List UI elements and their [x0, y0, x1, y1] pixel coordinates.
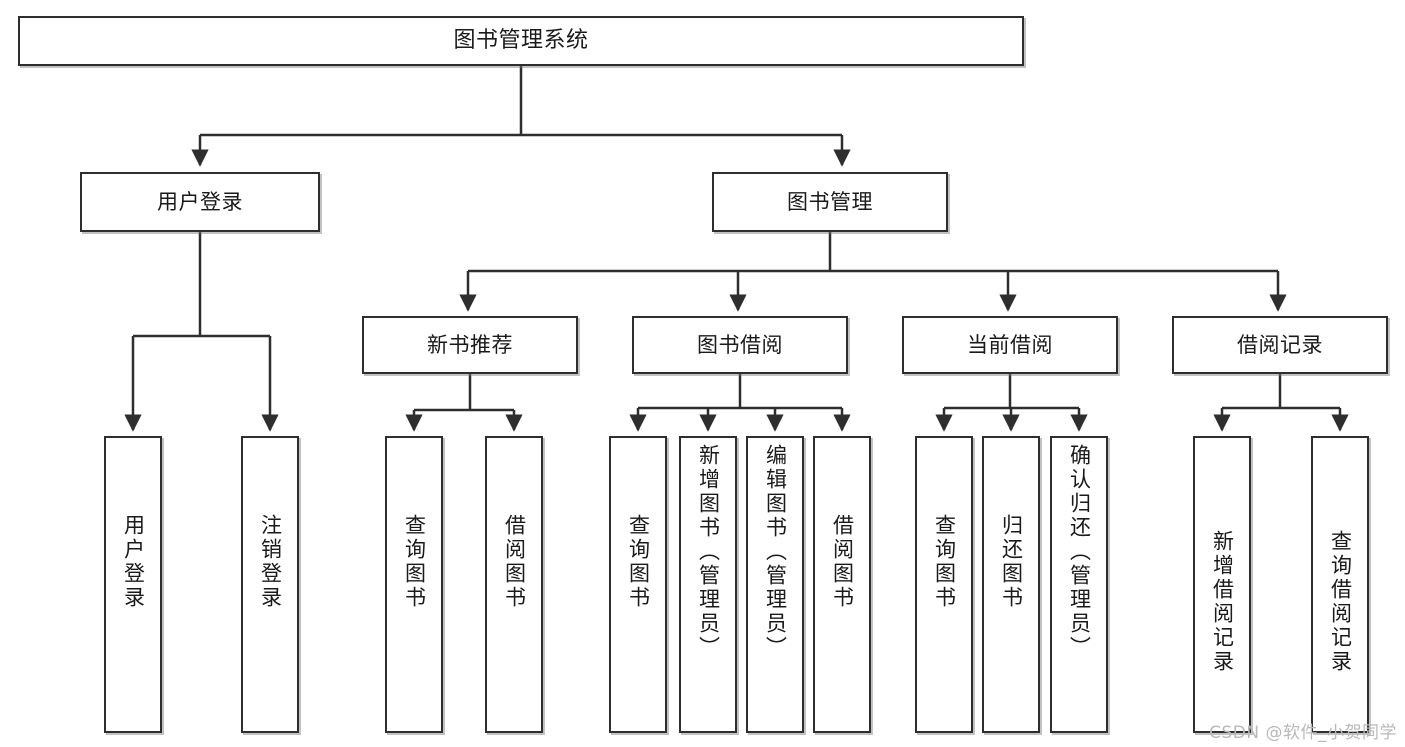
node-label: 确认归还（管理员） [1067, 444, 1092, 660]
leaf-recommend-query-book[interactable]: 查询图书 [385, 436, 443, 733]
node-label: 查询图书 [626, 514, 651, 610]
node-label: 新增图书（管理员） [696, 444, 721, 660]
leaf-record-query-record[interactable]: 查询借阅记录 [1311, 436, 1369, 733]
leaf-user-login-login[interactable]: 用户登录 [104, 436, 162, 733]
leaf-record-add-record[interactable]: 新增借阅记录 [1193, 436, 1251, 733]
leaf-borrow-add-book-admin[interactable]: 新增图书（管理员） [679, 436, 737, 733]
csdn-watermark: CSDN @软件_小贺同学 [1209, 723, 1397, 743]
node-label: 借阅图书 [502, 514, 527, 610]
node-label: 查询借阅记录 [1328, 530, 1353, 674]
leaf-current-query-book[interactable]: 查询图书 [915, 436, 973, 733]
node-current-borrow[interactable]: 当前借阅 [902, 316, 1118, 374]
leaf-current-confirm-return-admin[interactable]: 确认归还（管理员） [1050, 436, 1108, 733]
node-label: 查询图书 [932, 514, 957, 610]
node-borrow-record[interactable]: 借阅记录 [1172, 316, 1388, 374]
node-label: 注销登录 [258, 514, 283, 610]
node-label: 图书管理系统 [453, 28, 589, 54]
leaf-borrow-query-book[interactable]: 查询图书 [609, 436, 667, 733]
node-label: 借阅图书 [830, 514, 855, 610]
node-label: 图书管理 [787, 189, 873, 214]
node-label: 查询图书 [402, 514, 427, 610]
node-label: 借阅记录 [1237, 332, 1323, 357]
node-label: 用户登录 [121, 514, 146, 610]
node-label: 新书推荐 [427, 332, 513, 357]
node-label: 新增借阅记录 [1210, 530, 1235, 674]
node-book-management[interactable]: 图书管理 [712, 172, 948, 232]
node-label: 图书借阅 [697, 332, 783, 357]
leaf-borrow-edit-book-admin[interactable]: 编辑图书（管理员） [746, 436, 804, 733]
node-user-login[interactable]: 用户登录 [80, 172, 320, 232]
node-book-borrow[interactable]: 图书借阅 [632, 316, 848, 374]
leaf-current-return-book[interactable]: 归还图书 [982, 436, 1040, 733]
node-new-book-recommend[interactable]: 新书推荐 [362, 316, 578, 374]
leaf-recommend-borrow-book[interactable]: 借阅图书 [485, 436, 543, 733]
node-label: 当前借阅 [967, 332, 1053, 357]
leaf-borrow-borrow-book[interactable]: 借阅图书 [813, 436, 871, 733]
node-label: 编辑图书（管理员） [763, 444, 788, 660]
node-label: 用户登录 [157, 189, 243, 214]
node-label: 归还图书 [999, 514, 1024, 610]
leaf-user-login-logout[interactable]: 注销登录 [241, 436, 299, 733]
node-root-system[interactable]: 图书管理系统 [18, 16, 1024, 66]
